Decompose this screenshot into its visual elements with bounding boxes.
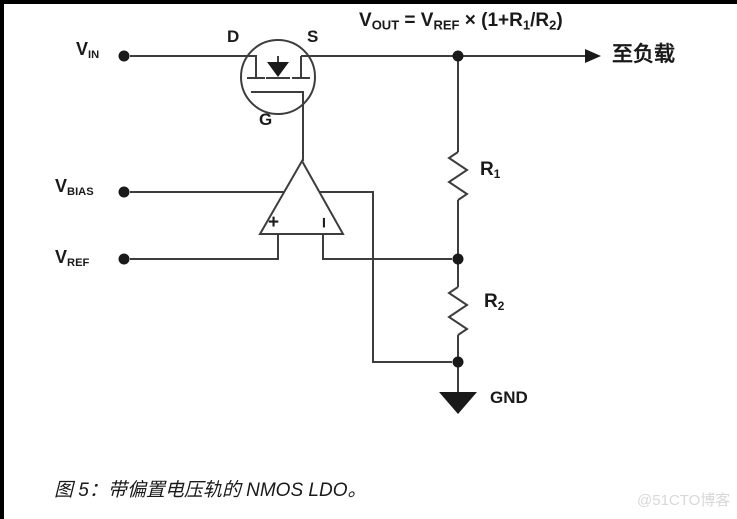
r2-label-main: R [484,291,498,312]
figure-caption: 图 5：带偏置电压轨的 NMOS LDO。 [54,480,367,501]
frame-edge-left [0,0,4,519]
formula-sub: 2 [549,17,557,33]
formula-part: ) [556,10,563,31]
nmos-body-arrow [267,62,289,77]
vbias-label-main: V [55,176,68,196]
vbias-label: VBIAS [55,177,94,198]
vin-label: VIN [76,40,99,61]
nmos-fet-symbol [240,39,316,115]
opamp-inverting-marker: − [312,216,334,229]
formula-sub: 1 [522,17,531,33]
formula-part: × (1+R [459,10,523,31]
terminal-dot-vref [118,253,130,265]
r1-label-main: R [480,159,494,180]
opamp-noninverting-marker: + [268,212,280,233]
gnd-symbol [439,392,477,414]
load-arrowhead [585,49,601,63]
vin-label-sub: IN [88,48,100,61]
wire-feedback-to-minus [322,234,452,260]
r1-label: R1 [480,160,500,181]
vout-formula: VOUT = VREF × (1+R1/R2) [359,11,563,31]
vref-label-sub: REF [67,256,90,269]
r1-label-sub: 1 [493,167,501,181]
opamp-triangle [258,158,345,235]
formula-part: V [359,10,372,31]
vref-label-main: V [55,247,68,267]
frame-edge-top [0,0,737,4]
vbias-label-sub: BIAS [67,185,94,198]
formula-sub: OUT [371,17,400,33]
wire-opamp-neg-rail [320,191,452,363]
to-load-label: 至负载 [612,43,675,66]
formula-part: = V [399,10,434,31]
gnd-label: GND [490,388,528,407]
resistor-r1-zigzag [447,151,469,201]
formula-sub: REF [433,17,460,33]
junction-dot-feedback [452,253,464,265]
wire-vin-to-drain [130,55,257,78]
nmos-body-circle [240,39,316,115]
vin-label-main: V [76,39,89,59]
terminal-dot-vin [118,50,130,62]
source-pin-label: S [307,27,319,46]
resistor-r2-zigzag [447,286,469,336]
formula-part: /R [530,10,550,31]
r2-label-sub: 2 [497,299,505,313]
wire-vref-to-plus [130,234,279,260]
junction-dot-gnd [452,356,464,368]
gate-pin-label: G [259,110,273,129]
r2-label: R2 [484,292,504,313]
vref-label: VREF [55,248,89,269]
drain-pin-label: D [227,27,240,46]
watermark: @51CTO博客 [637,492,731,509]
junction-dot-vout [452,50,464,62]
terminal-dot-vbias [118,186,130,198]
